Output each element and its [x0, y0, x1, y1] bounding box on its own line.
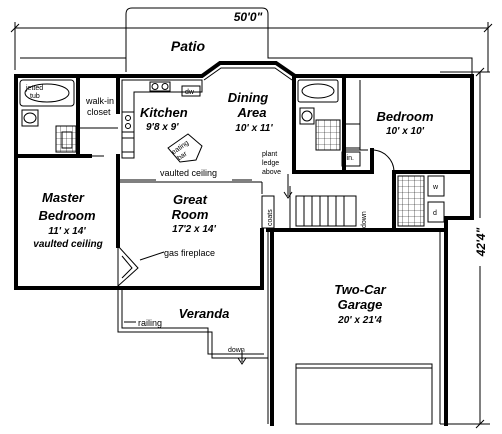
width-dimension — [10, 22, 493, 72]
overall-depth-label: 42'4" — [474, 227, 488, 257]
plant-ledge-label-2: ledge — [262, 160, 279, 167]
tub-2 — [297, 79, 339, 103]
fireplace — [117, 244, 139, 288]
washer — [427, 175, 445, 197]
stairs — [295, 195, 357, 227]
plant-ledge-label-1: plant — [262, 151, 277, 158]
kitchen-size: 9'8 x 9' — [146, 122, 179, 133]
dining-name-1: Dining — [228, 90, 268, 105]
walkin-label-2: closet — [87, 107, 111, 117]
bedroom-size: 10' x 10' — [386, 126, 425, 137]
washer-label: w — [432, 184, 439, 191]
veranda-label: Veranda — [179, 306, 230, 321]
eating-bar-label-2: bar — [176, 150, 189, 162]
veranda-railing — [117, 288, 269, 359]
overall-width-label: 50'0" — [234, 10, 263, 24]
dining-name-2: Area — [237, 105, 267, 120]
walkin-label-1: walk-in — [85, 96, 114, 106]
jetted-tub-label-2: tub — [30, 93, 40, 100]
dining-size: 10' x 11' — [235, 123, 273, 134]
garage-wall — [266, 216, 448, 426]
vaulted-ceiling-label: vaulted ceiling — [160, 168, 217, 178]
great-room-name-2: Room — [172, 207, 209, 222]
jetted-tub — [19, 79, 75, 107]
gas-fireplace-label: gas fireplace — [164, 248, 215, 258]
plant-ledge-label-3: above — [262, 169, 281, 176]
range — [121, 111, 135, 133]
garage-name-2: Garage — [338, 297, 383, 312]
kitchen-island — [167, 133, 203, 163]
dishwasher-label: dw — [185, 89, 195, 96]
laundry-wall — [392, 170, 474, 230]
exterior-wall-main — [14, 61, 474, 220]
master-name-1: Master — [42, 190, 85, 205]
jetted-tub-label-1: jetted — [25, 85, 43, 92]
garage-name-1: Two-Car — [334, 282, 386, 297]
master-name-2: Bedroom — [38, 208, 96, 223]
dryer — [427, 201, 445, 223]
kitchen-counter — [121, 79, 203, 159]
master-bath-wall — [14, 74, 120, 158]
great-room-name-1: Great — [173, 192, 208, 207]
master-note: vaulted ceiling — [33, 239, 102, 250]
exterior-wall-left — [14, 74, 120, 290]
bath-2-tile — [315, 119, 341, 151]
garage-door — [295, 363, 433, 425]
linen-label: lin. — [345, 155, 354, 162]
laundry-tile — [397, 175, 425, 227]
railing-label: railing — [138, 318, 162, 328]
great-room-size: 17'2 x 14' — [172, 224, 216, 235]
garage-size: 20' x 21'4 — [337, 315, 382, 326]
bedroom-name: Bedroom — [376, 109, 434, 124]
veranda-down-label: down — [228, 347, 245, 354]
stairs-down-label: down — [361, 211, 368, 228]
kitchen-name: Kitchen — [140, 105, 188, 120]
master-size: 11' x 14' — [48, 226, 86, 237]
coats-label: coats — [267, 209, 274, 226]
patio-label: Patio — [171, 38, 206, 54]
exterior-wall-veranda — [116, 228, 264, 290]
patio-outline — [125, 7, 473, 74]
dryer-label: d — [433, 210, 437, 217]
bedroom-bath-wall — [292, 74, 374, 174]
